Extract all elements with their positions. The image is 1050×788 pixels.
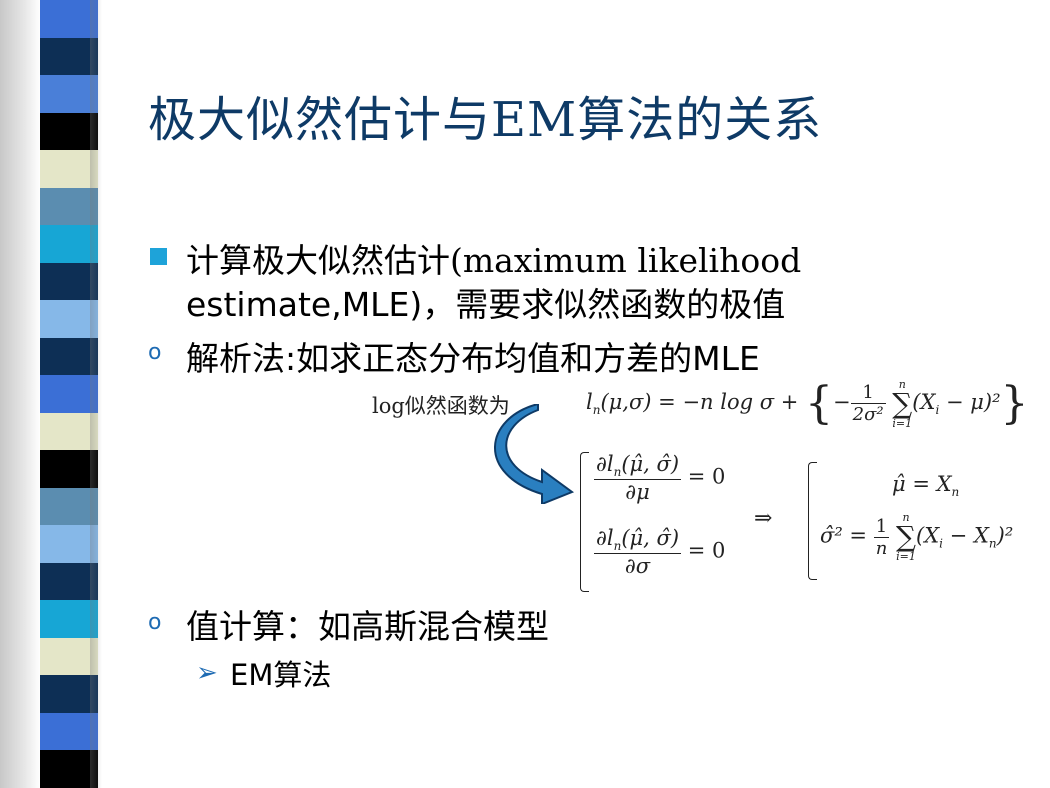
sigma-frac-num: 1 bbox=[873, 516, 890, 538]
left-shadow bbox=[0, 0, 40, 788]
strip-band bbox=[40, 637, 98, 677]
strip-band bbox=[40, 450, 98, 489]
strip-band bbox=[40, 712, 98, 752]
strip-band bbox=[40, 112, 98, 152]
decorative-strip bbox=[40, 0, 98, 788]
sigma-frac-den: n bbox=[875, 537, 888, 559]
loglik-term-sub: i bbox=[935, 403, 940, 418]
strip-band bbox=[40, 750, 98, 788]
arrow-bullet-icon: ➢ bbox=[196, 658, 218, 688]
sigma-sum-top: n bbox=[902, 511, 910, 524]
curved-arrow-icon bbox=[494, 404, 575, 504]
d2-num-sub: n bbox=[613, 539, 622, 554]
strip-band bbox=[40, 675, 98, 714]
d1-eq-zero: = 0 bbox=[687, 464, 726, 489]
implies-arrow: ⇒ bbox=[754, 506, 773, 531]
sub-bullet-em: EM算法 bbox=[230, 658, 332, 692]
loglik-args: (μ,σ) = −n log σ + bbox=[600, 390, 799, 414]
loglik-sum-bottom: i=1 bbox=[892, 416, 913, 430]
strip-band bbox=[40, 375, 98, 414]
strip-band bbox=[40, 150, 98, 189]
loglik-label: log似然函数为 bbox=[372, 394, 510, 418]
strip-band bbox=[40, 412, 98, 452]
strip-band bbox=[40, 187, 98, 227]
loglik-sum-top: n bbox=[898, 377, 906, 391]
d2-eq-zero: = 0 bbox=[687, 538, 726, 563]
loglik-frac-num: 1 bbox=[850, 382, 886, 404]
sigma-term-sub: i bbox=[939, 536, 943, 551]
bullet-3: 值计算：如高斯混合模型 bbox=[186, 607, 549, 646]
strip-band bbox=[40, 600, 98, 639]
strip-band bbox=[40, 75, 98, 114]
strip-band bbox=[40, 525, 98, 564]
d1-num-args: (μ̂, σ̂) bbox=[621, 452, 680, 476]
d2-den: ∂σ bbox=[624, 554, 651, 579]
sigma-term-mid: − X bbox=[943, 523, 989, 548]
bullet-1-line-2: estimate,MLE)，需要求似然函数的极值 bbox=[186, 285, 786, 324]
mu-hat-sub: n bbox=[951, 485, 960, 500]
d1-num-sub: n bbox=[613, 465, 622, 480]
loglik-sub: n bbox=[592, 403, 601, 418]
strip-band bbox=[40, 0, 98, 39]
strip-band bbox=[40, 562, 98, 602]
strip-band bbox=[40, 487, 98, 527]
strip-band bbox=[40, 37, 98, 77]
strip-shadow bbox=[90, 0, 102, 788]
bullet-1-line-1: 计算极大似然估计(maximum likelihood bbox=[186, 241, 802, 280]
loglik-term-rest: − μ)² bbox=[939, 390, 1001, 414]
strip-band bbox=[40, 300, 98, 339]
d1-num: ∂l bbox=[596, 452, 614, 476]
loglik-frac-den: 2σ² bbox=[852, 404, 884, 425]
sigma-term: (X bbox=[916, 523, 940, 548]
sigma-hat-lhs: σ̂² = bbox=[820, 523, 868, 548]
square-bullet-icon bbox=[150, 248, 167, 265]
d2-num: ∂l bbox=[596, 526, 614, 550]
strip-band bbox=[40, 337, 98, 377]
d2-num-args: (μ̂, σ̂) bbox=[621, 526, 680, 550]
slide-title: 极大似然估计与EM算法的关系 bbox=[148, 92, 823, 148]
bullet-2: 解析法:如求正态分布均值和方差的MLE bbox=[186, 339, 760, 378]
sigma-sum-bottom: i=1 bbox=[896, 550, 916, 563]
mu-hat: μ̂ = X bbox=[892, 472, 952, 496]
sigma-term-sub2: n bbox=[988, 536, 997, 551]
strip-band bbox=[40, 225, 98, 264]
circle-bullet-icon: o bbox=[148, 340, 162, 365]
d1-den: ∂μ bbox=[625, 480, 650, 505]
sigma-term-end: )² bbox=[996, 523, 1014, 548]
loglik-term: (X bbox=[912, 390, 936, 414]
circle-bullet-icon-2: o bbox=[148, 610, 162, 635]
loglik-lhs: l bbox=[586, 390, 593, 414]
strip-band bbox=[40, 262, 98, 302]
